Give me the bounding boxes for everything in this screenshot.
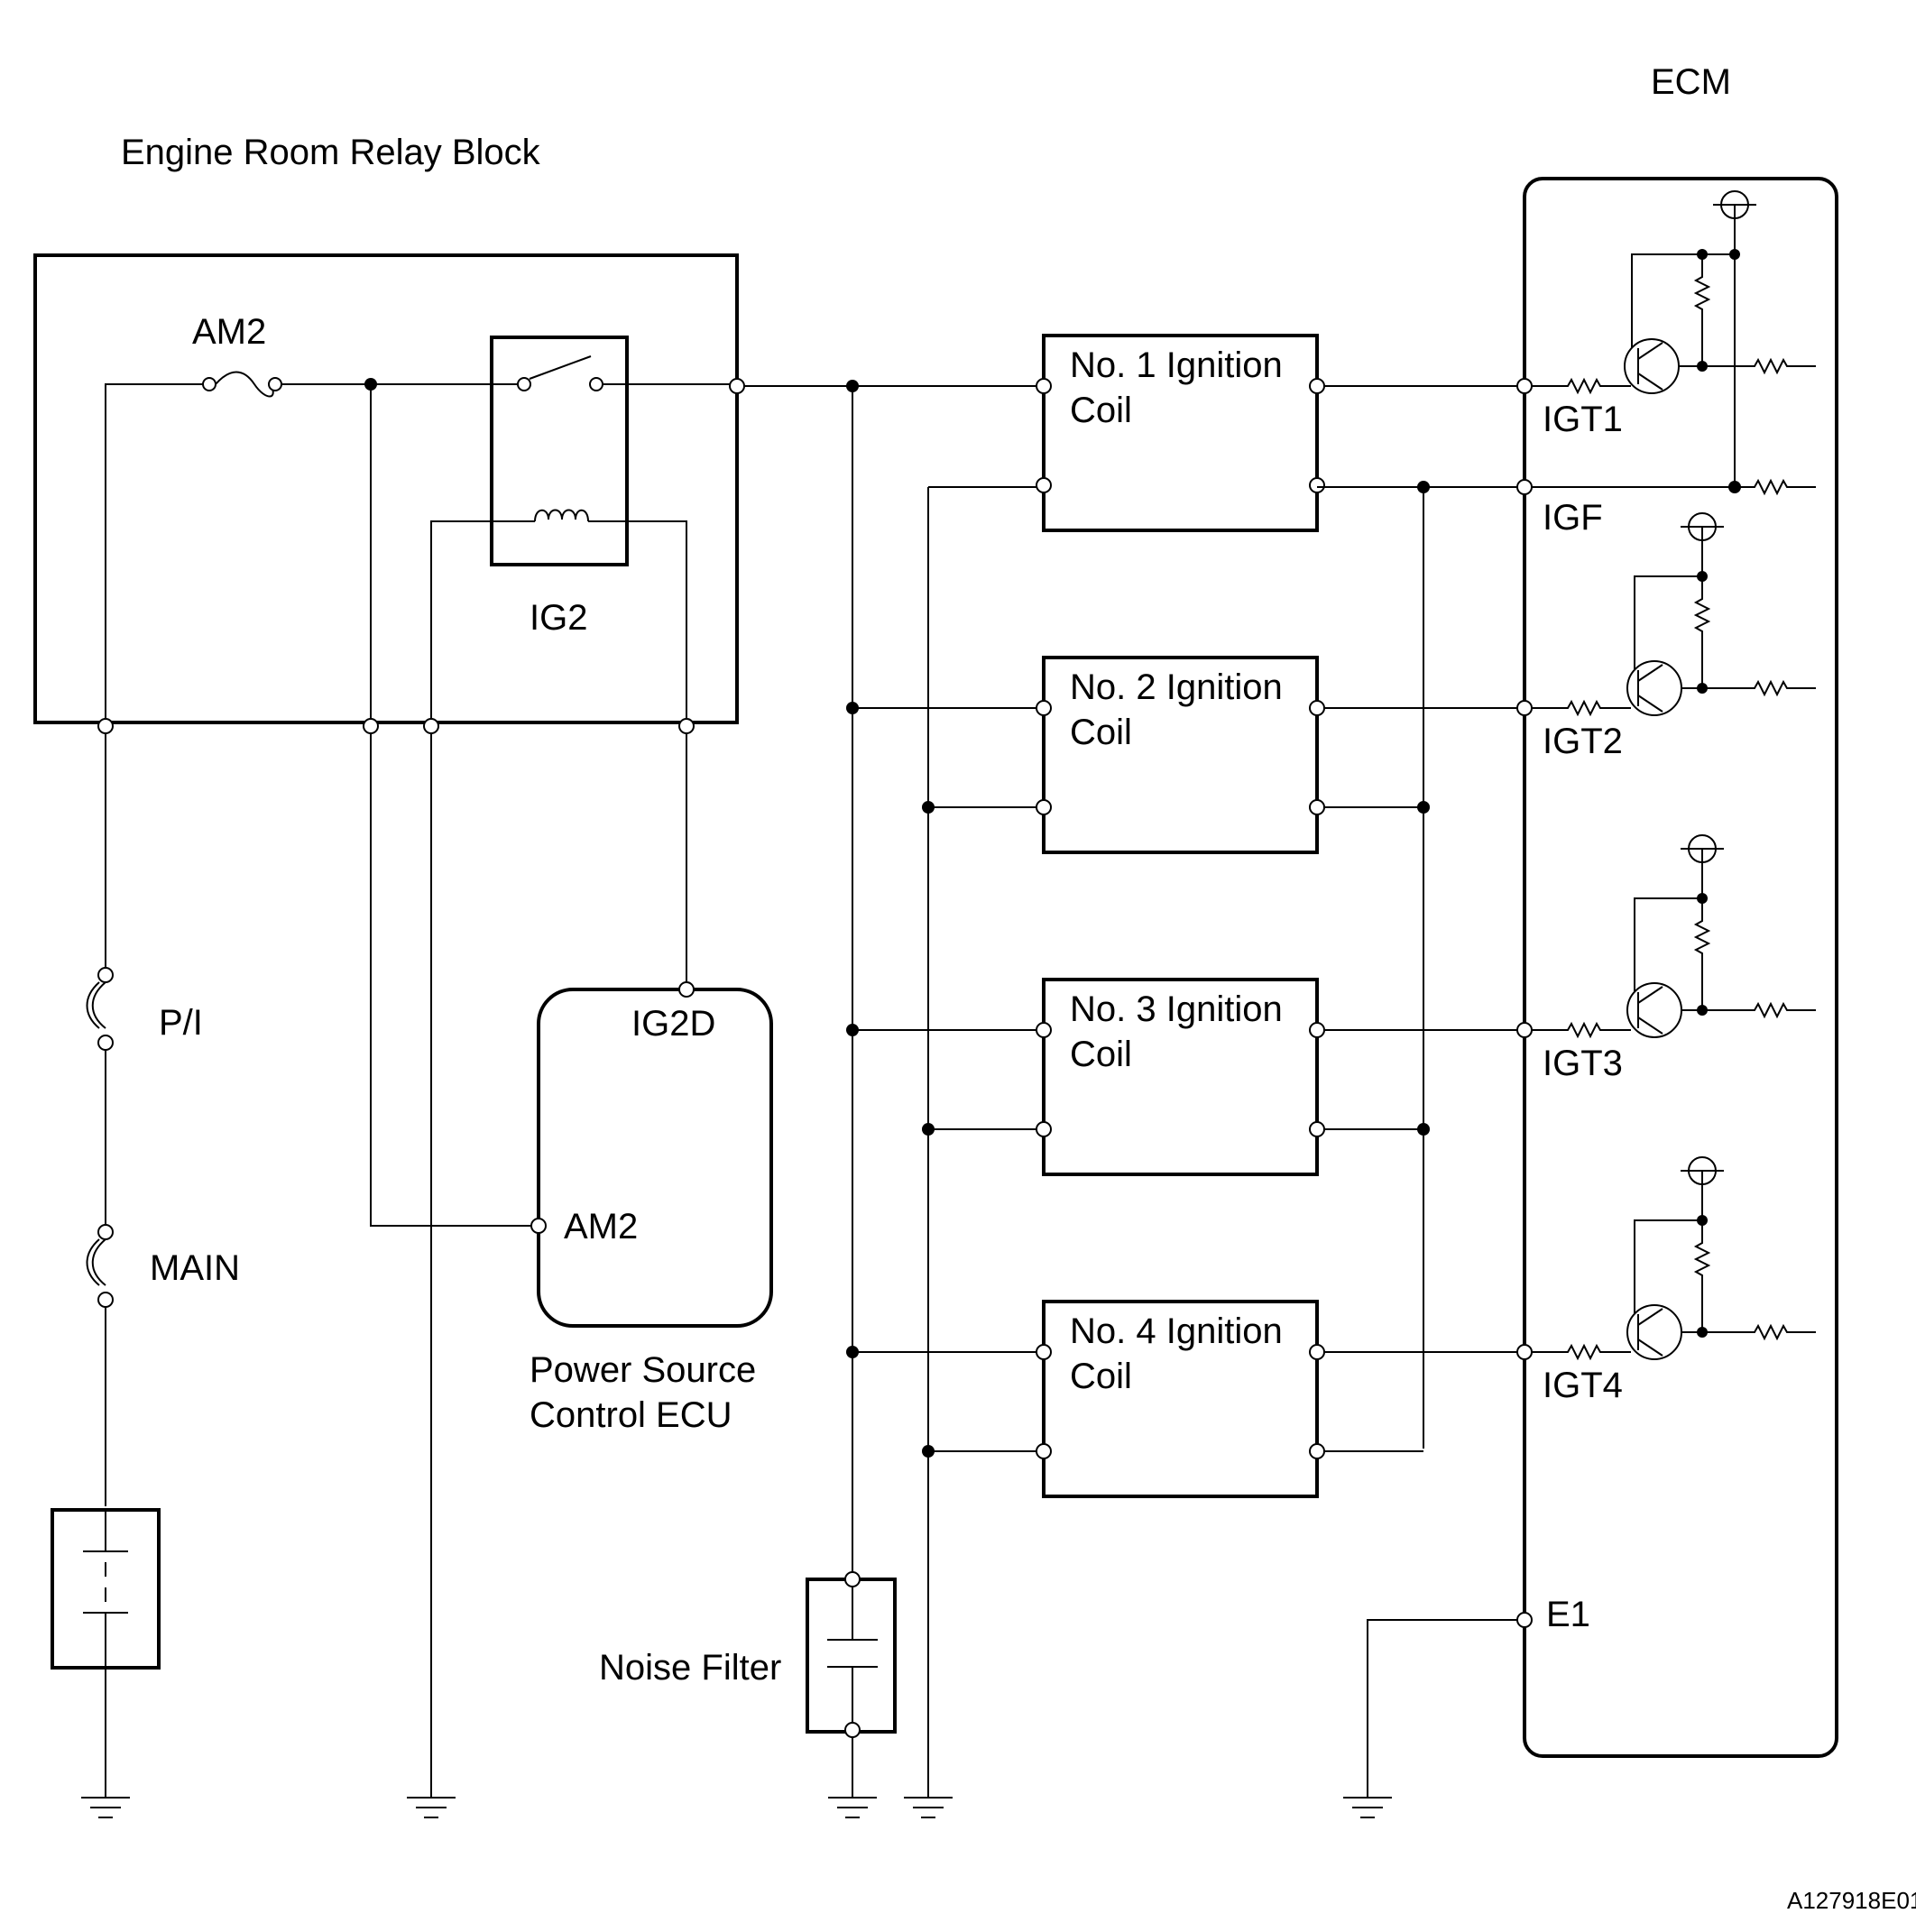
figure-code: A127918E01 [1787,1887,1916,1914]
ignition-coil-label-line2: Coil [1070,1035,1132,1074]
relay-block-box [33,253,739,724]
ground-icon [81,1797,130,1818]
resistor-icon [1532,1021,1631,1039]
wire-relay-coil-ground [430,520,535,722]
ignition-coil-label: No. 1 Ignition [1070,345,1283,385]
fuse-main-icon [86,1238,106,1286]
ignition-coil-box [1042,1300,1319,1498]
resistor-icon [1702,1323,1816,1341]
junction [846,1024,859,1036]
fuse-am2-icon [215,371,274,398]
ignition-coil-label-line2: Coil [1070,391,1132,430]
fuse-am2-label: AM2 [192,312,266,352]
ground-icon [904,1797,953,1818]
ecm-igf-label: IGF [1543,498,1603,538]
wire-relay-coil-ig2d [588,520,687,722]
ignition-coil-label: No. 2 Ignition [1070,667,1283,707]
resistor-icon [1693,576,1711,688]
resistor-icon [1693,254,1711,366]
resistor-icon [1532,377,1631,395]
ignition-coil-box [1042,978,1319,1176]
ecu-am2-label: AM2 [564,1207,638,1247]
ground-icon [828,1797,877,1818]
ecm-igt-label: IGT2 [1543,722,1623,761]
relay-ig2-label: IG2 [530,598,587,638]
ecu-name-line2: Control ECU [530,1395,732,1435]
wire-battery-to-am2 [105,383,209,722]
resistor-icon [1702,1001,1816,1019]
ignition-coil-label: No. 4 Ignition [1070,1311,1283,1351]
ground-icon [407,1797,456,1818]
ecu-ig2d-label: IG2D [631,1004,715,1044]
fuse-pi-icon [86,981,106,1029]
fuse-pi-label: P/I [159,1003,203,1043]
ecm-e1-label: E1 [1546,1595,1590,1634]
ground-icon [1343,1797,1392,1818]
ignition-coil-box [1042,656,1319,854]
ignition-coil-box [1042,334,1319,532]
fuse-main-label: MAIN [150,1248,240,1288]
ecm-igt-label: IGT1 [1543,400,1623,439]
resistor-icon [1702,679,1816,697]
ecu-name-line1: Power Source [530,1350,756,1390]
ecm-igt-label: IGT3 [1543,1044,1623,1083]
power-source-ecu-box [537,988,773,1328]
ignition-coil-label: No. 3 Ignition [1070,989,1283,1029]
relay-coil-icon [534,509,589,522]
ignition-coil-label-line2: Coil [1070,1357,1132,1396]
relay-ig2-box [490,336,629,566]
junction [846,1346,859,1358]
relay-block-label: Engine Room Relay Block [121,133,541,172]
resistor-icon [1532,699,1631,717]
ecm-label: ECM [1651,62,1731,102]
ecm-box [1523,177,1838,1758]
ignition-coil-label-line2: Coil [1070,713,1132,752]
junction [846,702,859,714]
resistor-icon [1702,357,1816,375]
relay-switch-icon [529,355,592,380]
resistor-icon [1735,478,1816,496]
noise-filter-box [806,1578,897,1734]
noise-filter-label: Noise Filter [599,1648,781,1688]
resistor-icon [1532,1343,1631,1361]
resistor-icon [1693,1220,1711,1332]
ecm-igt-label: IGT4 [1543,1366,1623,1405]
resistor-icon [1693,898,1711,1010]
